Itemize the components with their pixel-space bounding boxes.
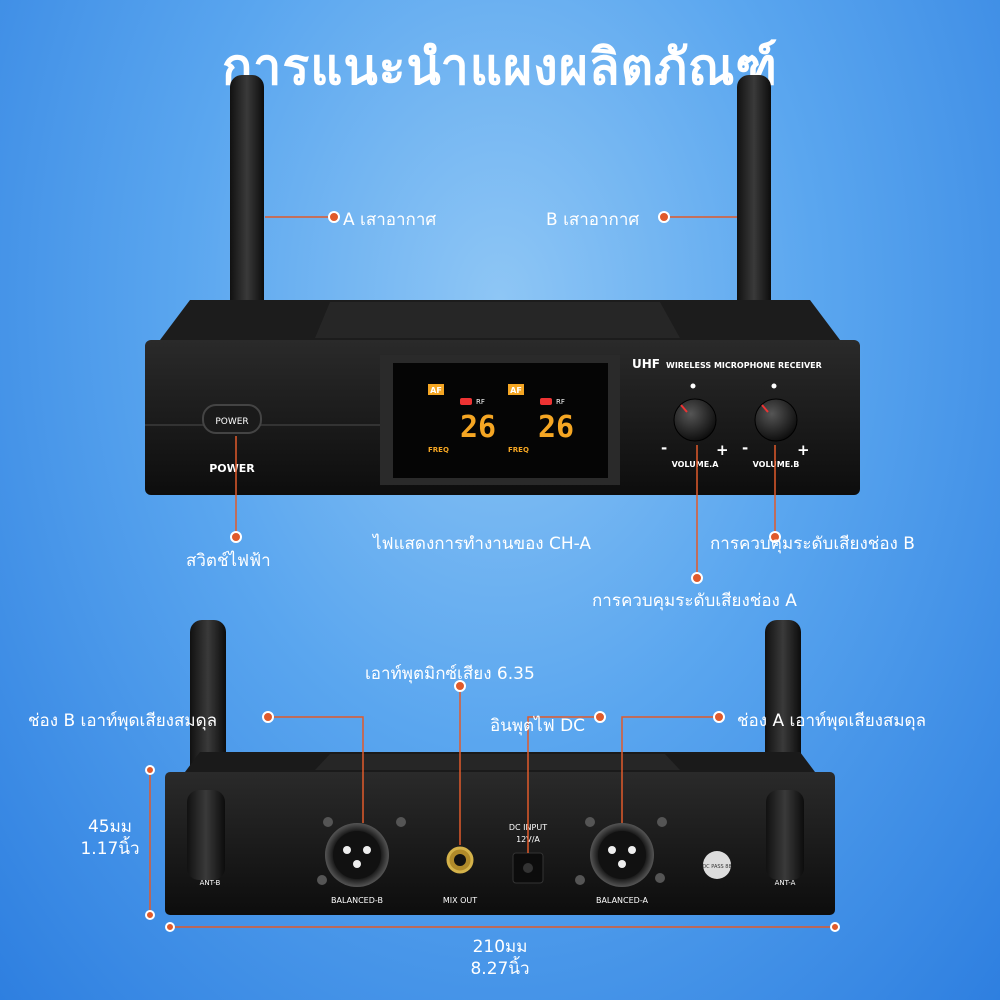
mix-out-label: เอาท์พุตมิกซ์เสียง 6.35 <box>365 664 535 684</box>
ch-b-balanced-label: ช่อง B เอาท์พุดเสียงสมดุล <box>28 711 218 731</box>
dc-pass-sticker <box>703 851 731 879</box>
power-button <box>202 404 262 434</box>
svg-text:ANT-A: ANT-A <box>775 879 796 887</box>
width-mm: 210มม <box>472 937 528 957</box>
dc-input-label: อินพุตไฟ DC <box>490 716 586 736</box>
antenna-a <box>230 75 264 325</box>
svg-text:BALANCED-A: BALANCED-A <box>596 896 649 905</box>
freq-b-digits: 26 <box>538 410 574 445</box>
af-a-text: AF <box>430 386 442 395</box>
svg-text:BALANCED-B: BALANCED-B <box>331 896 383 905</box>
page-title: การแนะนำแผงผลิตภัณฑ์ <box>222 38 778 96</box>
volume-b-label: VOLUME.B <box>753 460 800 469</box>
receiver-back <box>165 772 835 915</box>
power-switch-label: สวิตช์ไฟฟ้า <box>186 551 271 571</box>
svg-text:ANT-B: ANT-B <box>200 879 221 887</box>
svg-text:-: - <box>661 439 667 457</box>
ch-a-indicator-label: ไฟแสดงการทำงานของ CH-A <box>373 534 592 554</box>
height-in: 1.17นิ้ว <box>80 839 140 859</box>
model-sub: WIRELESS MICROPHONE RECEIVER <box>666 361 822 370</box>
volume-a-knob <box>673 398 717 442</box>
svg-text:+: + <box>797 441 810 459</box>
antenna-a-label: A เสาอากาศ <box>343 210 437 230</box>
volume-b-knob <box>754 398 798 442</box>
af-b-text: AF <box>510 386 522 395</box>
width-in: 8.27นิ้ว <box>470 959 530 979</box>
volume-a-control-label: การควบคุมระดับเสียงช่อง A <box>592 591 797 611</box>
antenna-b-label: B เสาอากาศ <box>546 210 640 230</box>
rf-a-text: RF <box>476 398 485 406</box>
model-label: UHF <box>632 357 660 371</box>
lcd-display <box>393 363 608 478</box>
volume-a-label: VOLUME.A <box>672 460 720 469</box>
freq-a-label: FREQ <box>428 446 449 454</box>
antenna-b <box>737 75 771 325</box>
svg-text:-: - <box>742 439 748 457</box>
rf-b-text: RF <box>556 398 565 406</box>
ch-a-balanced-label: ช่อง A เอาท์พุดเสียงสมดุล <box>737 711 926 731</box>
volume-b-control-label: การควบคุมระดับเสียงช่อง B <box>710 534 915 554</box>
svg-text:DC PASS 88: DC PASS 88 <box>702 864 731 870</box>
height-dimension: 45มม 1.17นิ้ว <box>70 816 150 860</box>
svg-text:+: + <box>716 441 729 459</box>
power-button-text: POWER <box>215 417 248 427</box>
height-mm: 45มม <box>87 817 133 837</box>
freq-b-label: FREQ <box>508 446 529 454</box>
freq-a-digits: 26 <box>460 410 496 445</box>
width-dimension: 210มม 8.27นิ้ว <box>450 936 550 980</box>
power-label: POWER <box>209 462 255 475</box>
svg-text:MIX OUT: MIX OUT <box>443 896 477 905</box>
